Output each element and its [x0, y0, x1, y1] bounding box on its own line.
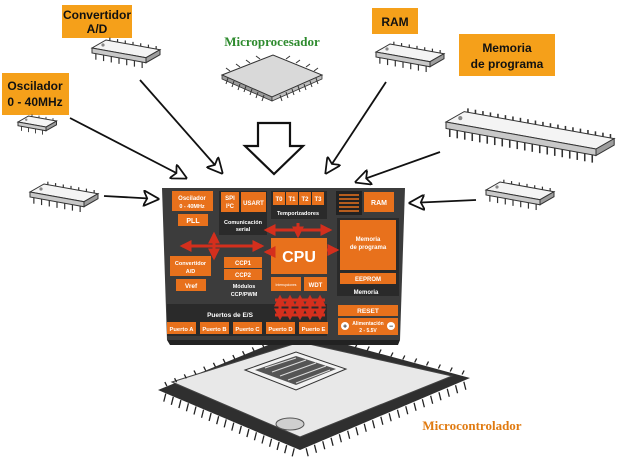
block-plus-text: + — [343, 324, 347, 331]
arrow-program-memory — [356, 151, 441, 182]
block-minus-text: − — [389, 324, 393, 331]
oscillator-chip-icon — [16, 114, 58, 135]
block-mod-line1: Módulos — [233, 284, 256, 290]
label-osc-line1: Oscilador — [7, 79, 63, 93]
block-port-a — [167, 322, 196, 334]
block-power — [338, 318, 398, 335]
block-ccp2 — [224, 269, 262, 280]
label-osc-line2: 0 - 40MHz — [7, 95, 62, 109]
block-ccp2-text: CCP2 — [235, 273, 252, 279]
block-eeprom-text: EEPROM — [355, 277, 381, 283]
block-oscillator — [172, 191, 213, 211]
block-osc-line2: 0 - 40MHz — [179, 204, 205, 210]
block-port-b — [200, 322, 229, 334]
block-cpu-text: CPU — [282, 249, 316, 266]
label-adc: Convertidor A/D — [62, 5, 132, 38]
block-ram — [364, 192, 394, 212]
block-t2: T2 — [301, 197, 309, 203]
block-eeprom — [340, 273, 396, 284]
block-vref — [176, 279, 206, 291]
block-puertos-label: Puertos de E/S — [207, 312, 254, 319]
block-com-line2: serial — [236, 227, 251, 233]
arrows — [69, 79, 477, 203]
block-reset-text: RESET — [357, 308, 379, 315]
block-pb-text: Puerto B — [202, 327, 226, 333]
block-diagram: Oscilador 0 - 40MHz PLL SPI I²C USART Co… — [162, 188, 405, 345]
left-chip-icon — [28, 181, 100, 213]
block-pe-text: Puerto E — [302, 327, 326, 333]
block-mem-line1: Memoria — [356, 237, 381, 243]
label-program-memory: Memoria de programa — [459, 34, 555, 76]
arrow-oscillator — [69, 117, 186, 178]
title-microprocesador: Microprocesador — [224, 34, 320, 49]
block-ccp1-text: CCP1 — [235, 261, 252, 267]
block-memoria-label: Memoria — [354, 290, 379, 296]
block-reset — [338, 305, 398, 316]
block-pd-text: Puerto D — [268, 327, 292, 333]
block-spi-i2c — [221, 192, 239, 212]
block-alim-line2: 2 - 5.5V — [359, 328, 377, 334]
label-oscillator: Oscilador 0 - 40MHz — [2, 73, 69, 115]
block-program-memory — [340, 220, 396, 270]
title-microcontrolador: Microcontrolador — [422, 418, 521, 433]
label-ram: RAM — [372, 8, 418, 34]
microprocessor-chip-icon — [220, 54, 324, 102]
block-ccp1 — [224, 257, 262, 268]
block-timers-label: Temporizadores — [277, 211, 319, 217]
block-usart-text: USART — [243, 201, 264, 207]
block-pll-text: PLL — [186, 218, 200, 225]
block-spi-text: SPI — [225, 196, 235, 202]
block-mem-line2: de programa — [350, 245, 387, 251]
block-mod-line2: CCP/PWM — [231, 292, 258, 298]
block-wdt — [304, 277, 327, 291]
block-pll — [178, 214, 208, 226]
block-interrupts-text: Interrupciones — [276, 283, 297, 287]
big-down-arrow — [242, 121, 306, 176]
block-com-line1: Comunicación — [224, 220, 263, 226]
bus-arrows — [179, 223, 340, 321]
right-chip-icon — [484, 179, 556, 211]
label-progmem-line2: de programa — [471, 57, 544, 71]
label-progmem-line1: Memoria — [482, 41, 532, 55]
arrow-adc — [139, 79, 222, 173]
block-pc-text: Puerto C — [235, 327, 260, 333]
block-port-e — [299, 322, 328, 334]
block-i2c-text: I²C — [226, 203, 235, 210]
block-usart — [241, 192, 266, 212]
block-interrupts — [271, 277, 301, 291]
block-port-d — [266, 322, 295, 334]
block-adc — [170, 256, 211, 276]
adc-chip-icon — [90, 37, 162, 69]
block-adc-line2: A/D — [186, 269, 196, 275]
label-ram-text: RAM — [381, 15, 408, 29]
block-pa-text: Puerto A — [170, 327, 195, 333]
arrow-right-chip — [410, 200, 477, 203]
block-wdt-text: WDT — [309, 283, 323, 289]
minus-terminal-icon — [387, 322, 395, 330]
block-ram-text: RAM — [371, 200, 387, 207]
block-vref-text: Vref — [185, 283, 198, 290]
label-adc-line2: A/D — [87, 22, 108, 36]
block-t1: T1 — [288, 197, 296, 203]
plus-terminal-icon — [341, 322, 349, 330]
block-alim-line1: Alimentación — [352, 321, 383, 327]
block-t0: T0 — [275, 197, 283, 203]
block-osc-line1: Oscilador — [178, 196, 206, 202]
block-t3: T3 — [314, 197, 322, 203]
label-adc-line1: Convertidor — [63, 8, 131, 22]
program-memory-chip-icon — [444, 108, 616, 163]
ram-chip-icon — [374, 41, 446, 73]
microcontroller-package — [158, 331, 470, 457]
block-cpu — [271, 238, 327, 274]
block-port-c — [233, 322, 262, 334]
arrow-left-chip — [103, 196, 158, 199]
arrow-ram — [326, 81, 387, 173]
block-adc-line1: Convertidor — [175, 261, 207, 267]
